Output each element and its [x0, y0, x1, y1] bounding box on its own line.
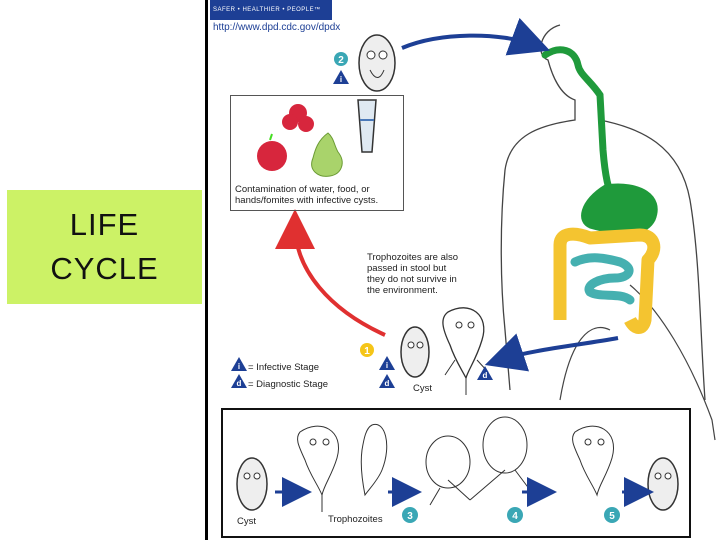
- bottom-cyst-label: Cyst: [237, 516, 256, 527]
- diagnostic-letter-legend: d: [237, 379, 242, 388]
- life-cycle-label-box: LIFE CYCLE: [7, 190, 202, 304]
- apple-icon: [257, 141, 287, 171]
- esophagus: [541, 46, 619, 209]
- step-5-label: 5: [609, 511, 615, 522]
- step-4-label: 4: [512, 511, 518, 522]
- infective-marker-cyst: [379, 356, 395, 370]
- infective-letter-top: i: [340, 75, 342, 84]
- bottom-stages-box: [221, 408, 691, 538]
- title-line-2: CYCLE: [50, 251, 159, 286]
- dividing-trophozoite-right: [482, 416, 528, 474]
- cdc-header-banner: SAFER • HEALTHIER • PEOPLE™: [210, 0, 332, 20]
- diagnostic-marker-tropho: [477, 366, 493, 380]
- step-2-label: 2: [338, 55, 344, 66]
- colon: [553, 227, 661, 334]
- diagnostic-marker-legend: [231, 374, 247, 388]
- step-2-circle: [334, 52, 348, 66]
- tropho-note-line-3: they do not survive in: [367, 274, 457, 285]
- step-4-circle: [507, 507, 523, 523]
- infective-letter-cyst: i: [386, 361, 388, 370]
- legend-diagnostic: = Diagnostic Stage: [248, 379, 329, 390]
- tropho-note-line-2: passed in stool but: [367, 263, 447, 274]
- diagnostic-letter-cyst: d: [385, 379, 390, 388]
- step-3-circle: [402, 507, 418, 523]
- bottom-trophozoites-label: Trophozoites: [328, 514, 383, 525]
- dividing-trophozoite-left: [425, 435, 471, 489]
- stomach: [581, 183, 658, 235]
- arrow-contamination: [275, 209, 386, 337]
- cyst-label: Cyst: [413, 383, 432, 394]
- step-1-circle: [360, 343, 374, 357]
- diagnostic-marker-cyst: [379, 374, 395, 388]
- infective-marker-top: [333, 70, 349, 84]
- contamination-line-2: hands/fomites with infective cysts.: [235, 195, 379, 206]
- small-intestine: [570, 253, 635, 305]
- step-1-label: 1: [364, 346, 370, 357]
- arrow-excretion: [484, 333, 619, 372]
- step-5-circle: [604, 507, 620, 523]
- cdc-url: http://www.dpd.cdc.gov/dpdx: [213, 22, 341, 33]
- step-3-label: 3: [407, 511, 413, 522]
- diagnostic-letter-tropho: d: [483, 371, 488, 380]
- bottom-cyst: [236, 457, 268, 511]
- cyst-middle: [400, 326, 430, 378]
- tropho-note-line-4: the environment.: [367, 285, 438, 296]
- tropho-note-line-1: Trophozoites are also: [367, 252, 459, 263]
- bottom-trophozoite-2: [360, 423, 388, 497]
- title-line-1: LIFE: [69, 207, 140, 242]
- infective-letter-legend: i: [238, 362, 240, 371]
- pear-icon: [311, 132, 343, 177]
- infective-marker-legend: [231, 357, 247, 371]
- legend-infective: = Infective Stage: [248, 362, 320, 373]
- contamination-box: [230, 95, 404, 211]
- contamination-text: Contamination of water, food, or hands/f…: [235, 184, 403, 206]
- arrow-ingestion: [401, 17, 551, 56]
- contamination-line-1: Contamination of water, food, or: [235, 184, 370, 195]
- water-glass-icon: [357, 99, 377, 153]
- panel-divider: [205, 0, 208, 540]
- body-inner: [559, 326, 611, 401]
- trophozoite-middle: [442, 307, 485, 380]
- cyst-top: [358, 34, 396, 92]
- trophozoite-note: Trophozoites are also passed in stool bu…: [367, 252, 477, 296]
